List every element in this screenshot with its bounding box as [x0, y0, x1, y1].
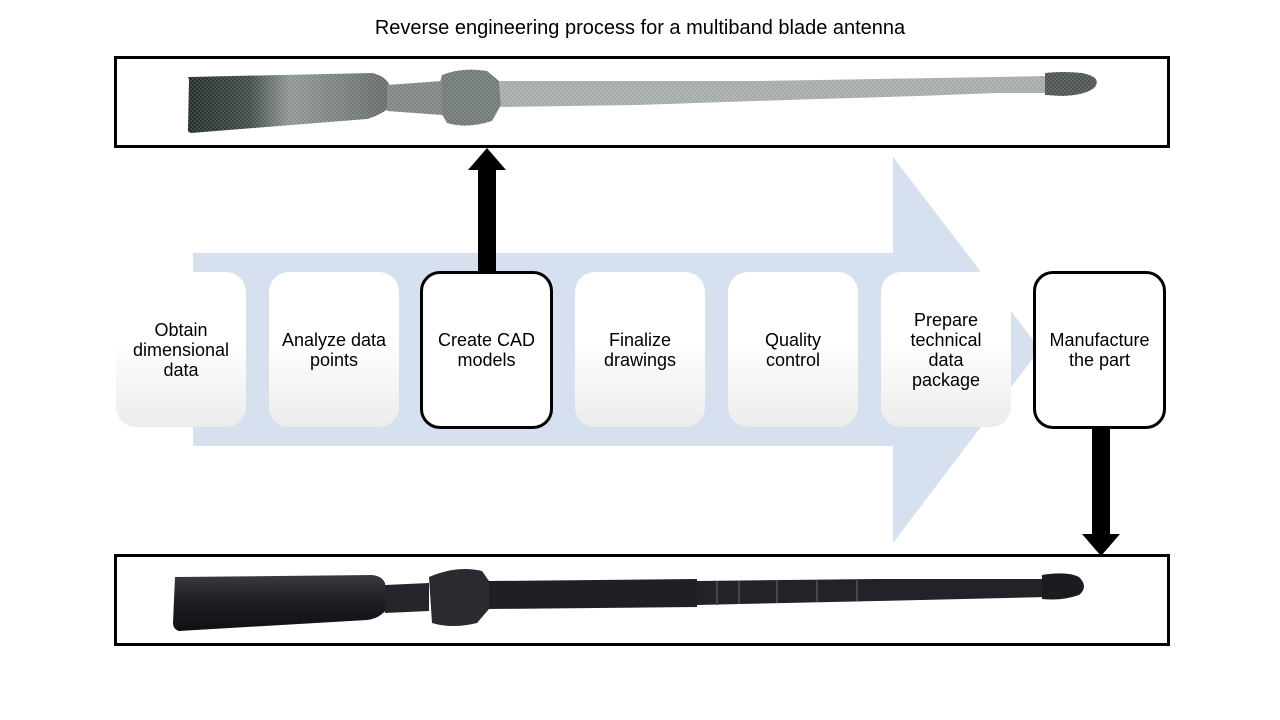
step-label: Obtain dimensional data: [132, 319, 230, 380]
step-label: Finalize drawings: [603, 329, 677, 370]
step-finalize-drawings: Finalize drawings: [575, 272, 705, 427]
manufactured-antenna-image: [173, 569, 1084, 631]
step-quality-control: Quality control: [728, 272, 858, 427]
part-handle: [173, 575, 387, 631]
step-label: Create CAD models: [437, 330, 536, 370]
part-tip: [1042, 573, 1084, 600]
step-label: Prepare technical data package: [910, 309, 982, 390]
part-rings: [716, 579, 858, 605]
step-label: Quality control: [764, 329, 822, 370]
step-manufacture-the-part: Manufacture the part: [1033, 271, 1166, 429]
part-rod: [697, 579, 1047, 605]
scanned-model-frame: [114, 56, 1170, 148]
step-obtain-dimensional-data: Obtain dimensional data: [116, 272, 246, 427]
step-prepare-technical-data-package: Prepare technical data package: [881, 272, 1011, 427]
step-create-cad-models: Create CAD models: [420, 271, 553, 429]
scanned-antenna-mesh-image: [117, 59, 1167, 145]
step-label: Manufacture the part: [1049, 330, 1150, 370]
step-label: Analyze data points: [281, 329, 387, 370]
part-collar: [429, 569, 489, 626]
step-analyze-data-points: Analyze data points: [269, 272, 399, 427]
part-neck: [385, 583, 429, 613]
diagram-title: Reverse engineering process for a multib…: [374, 17, 906, 39]
part-shaft: [489, 579, 697, 609]
manufactured-part-frame: [114, 554, 1170, 646]
